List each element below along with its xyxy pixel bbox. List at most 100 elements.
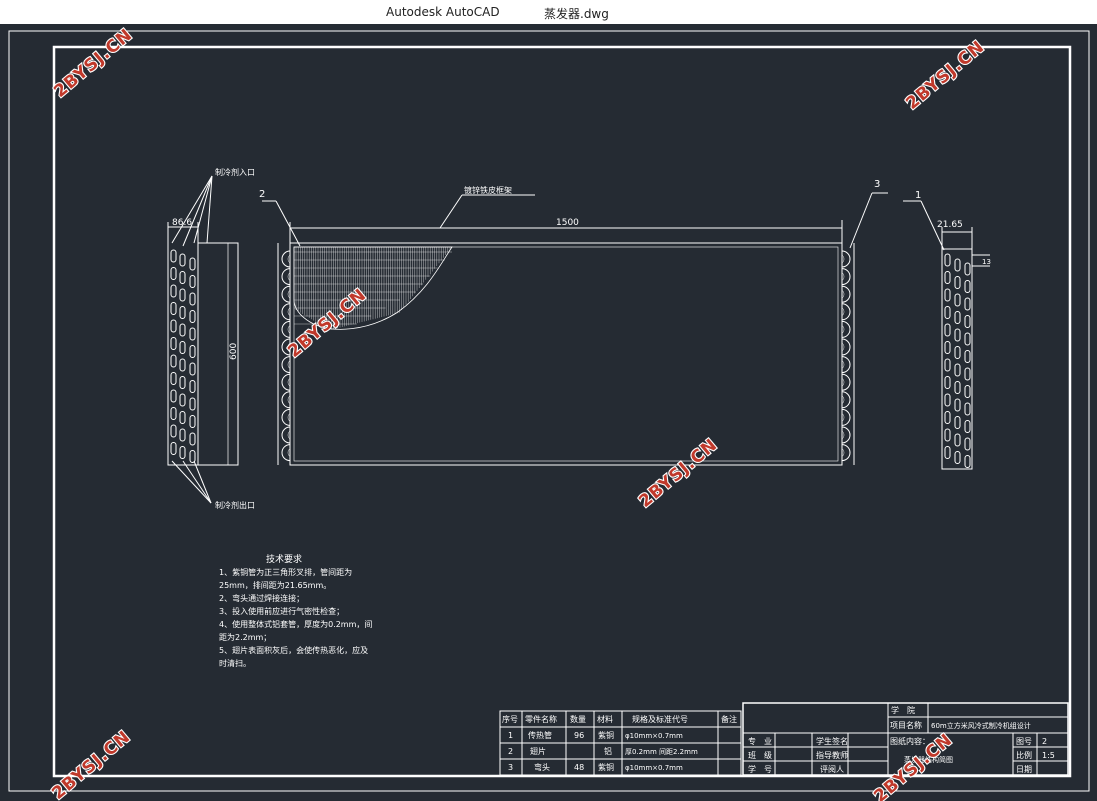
tube-slot — [170, 337, 177, 350]
tube-slot — [189, 327, 196, 341]
tube-slot — [954, 258, 961, 272]
parts-cell: 传热管 — [528, 730, 552, 740]
tube-slot — [954, 293, 961, 307]
tech-req-line: 4、使用整体式铝套管，厚度为0.2mm，间 — [219, 619, 372, 629]
tube-slot — [964, 420, 971, 433]
tube-slot — [179, 341, 186, 354]
tube-slot — [964, 385, 971, 398]
tube-slot — [964, 437, 971, 451]
callout-3: 3 — [874, 179, 880, 190]
callout-1: 1 — [915, 190, 921, 201]
tube-slot — [179, 446, 186, 459]
callout-2: 2 — [259, 189, 265, 200]
tb-date-label: 日期 — [1016, 765, 1032, 774]
parts-cell: φ10mm×0.7mm — [625, 764, 683, 772]
return-bend — [841, 391, 851, 409]
tube-slot — [964, 455, 971, 468]
return-bend — [841, 342, 845, 352]
tb-reviewer-label: 评阅人 — [820, 765, 844, 774]
return-bend — [287, 290, 291, 299]
tube-slot — [189, 397, 196, 411]
right-side-view — [903, 200, 990, 470]
tube-slot — [954, 363, 961, 377]
return-bend — [841, 325, 845, 334]
tube-slot — [944, 271, 951, 284]
parts-header: 数量 — [570, 714, 586, 724]
return-bend — [281, 338, 291, 356]
tb-drawing-content-label: 图纸内容： — [890, 736, 930, 746]
cad-drawing-canvas[interactable]: 制冷剂入口 制冷剂出口 86.6 600 1500 镀锌铁皮框架 2 3 — [0, 24, 1097, 801]
left-side-view — [167, 175, 239, 504]
return-bend — [287, 395, 291, 404]
parts-cell: 48 — [574, 763, 584, 772]
tube-slot — [954, 346, 961, 359]
parts-header: 序号 — [502, 714, 518, 724]
tube-slot — [170, 389, 177, 403]
tube-slot — [954, 276, 961, 289]
tube-slot — [964, 367, 971, 381]
title-bar: Autodesk AutoCAD 蒸发器.dwg — [0, 0, 1097, 25]
dim-left-width: 86.6 — [172, 218, 192, 228]
return-bend — [287, 413, 291, 422]
parts-cell: 96 — [574, 731, 584, 740]
return-bend — [841, 360, 845, 369]
return-bend — [841, 373, 851, 391]
return-bend — [281, 320, 291, 338]
tube-slot — [170, 354, 177, 368]
tube-slot — [954, 433, 961, 447]
tube-slot — [944, 411, 951, 424]
tb-drawing-content-value: 蒸发器结构简图 — [904, 755, 953, 764]
return-bend — [841, 408, 851, 426]
tube-slot — [170, 267, 177, 280]
parts-cell: 翅片 — [530, 746, 546, 756]
return-bend — [841, 378, 845, 387]
tube-slot — [964, 402, 971, 416]
tube-slot — [954, 451, 961, 464]
parts-header: 零件名称 — [525, 714, 557, 724]
return-bend — [281, 250, 291, 268]
parts-header: 备注 — [721, 714, 737, 724]
label-refrigerant-inlet: 制冷剂入口 — [215, 167, 255, 177]
return-bend — [841, 430, 845, 440]
return-bend — [841, 444, 851, 462]
dim-right-small: 13 — [982, 258, 991, 266]
tb-scale-value: 1:5 — [1042, 751, 1055, 760]
title-block: 学 院 项目名称 60m立方米风冷式制冷机组设计 图纸内容： 蒸发器结构简图 专… — [742, 702, 1069, 776]
tech-req-line: 25mm，排间距为21.65mm。 — [219, 580, 331, 590]
return-bend — [287, 254, 291, 264]
tube-slot — [179, 306, 186, 319]
tube-slot — [954, 381, 961, 394]
tube-slot — [189, 380, 196, 393]
tube-slot — [189, 275, 196, 288]
tube-slot — [964, 297, 971, 311]
return-bend — [841, 307, 845, 316]
return-bend — [281, 426, 291, 444]
tube-slot — [944, 428, 951, 442]
parts-cell: φ10mm×0.7mm — [625, 732, 683, 740]
return-bend — [287, 430, 291, 440]
return-bend — [287, 307, 291, 316]
document-title: 蒸发器.dwg — [544, 7, 609, 21]
tube-slot — [189, 450, 196, 463]
return-bend — [287, 360, 291, 369]
tube-slot — [944, 288, 951, 302]
parts-cell: 2 — [508, 747, 513, 756]
tech-requirements: 技术要求 1、紫铜管为正三角形叉排，管间距为 25mm，排间距为21.65mm。… — [219, 553, 372, 668]
parts-cell: 1 — [508, 731, 513, 740]
tube-slot — [179, 253, 186, 267]
return-bend — [281, 391, 291, 409]
tube-slot — [189, 415, 196, 428]
return-bend — [841, 356, 851, 374]
return-bend — [281, 303, 291, 321]
parts-cell: 铝 — [604, 746, 612, 756]
return-bend — [841, 303, 851, 321]
parts-cell: 紫铜 — [598, 762, 614, 772]
tube-slot — [170, 424, 177, 438]
tube-slot — [954, 416, 961, 429]
return-bend — [841, 448, 845, 457]
tube-slot — [170, 302, 177, 315]
return-bend — [841, 413, 845, 422]
return-bend — [287, 378, 291, 387]
tb-project-value: 60m立方米风冷式制冷机组设计 — [931, 721, 1031, 730]
return-bend — [841, 254, 845, 264]
